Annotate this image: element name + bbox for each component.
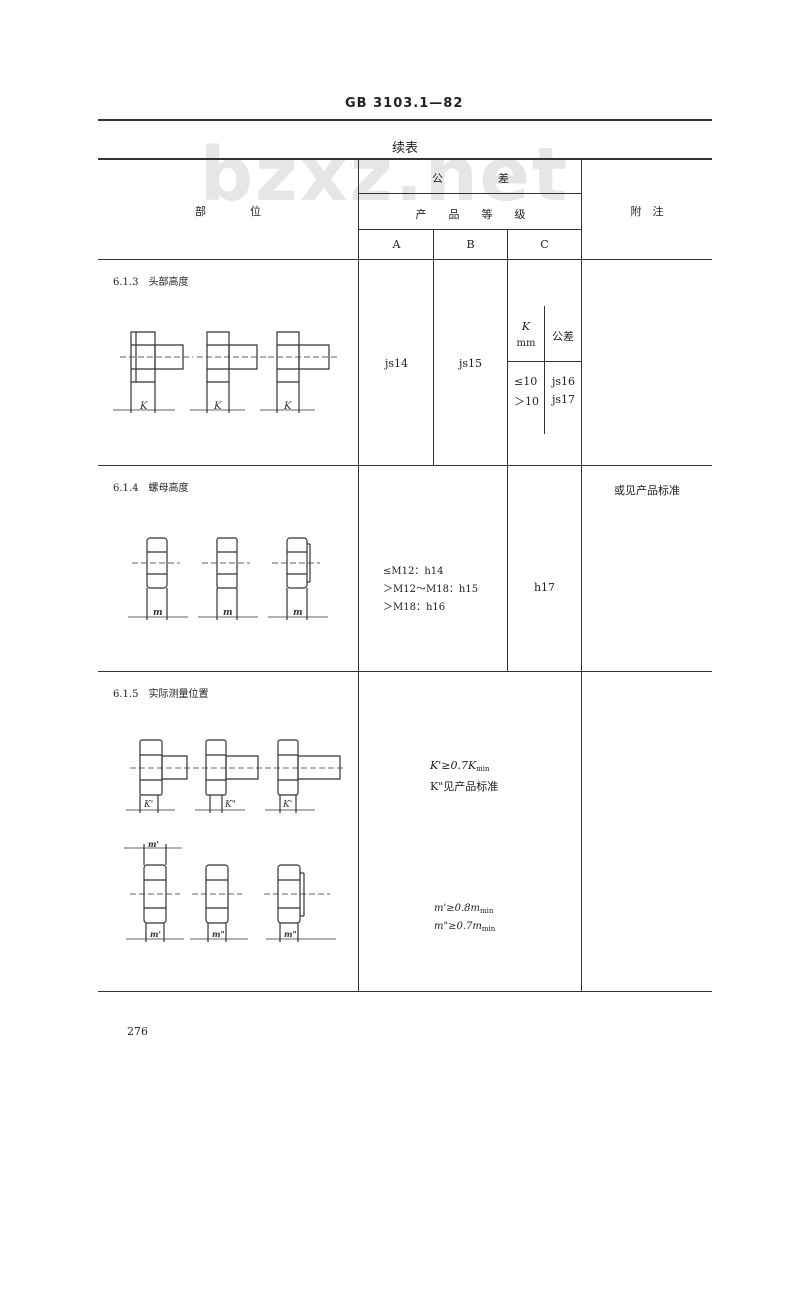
r615-m2: m"≥0.7mmin xyxy=(434,921,495,933)
fig-615-k-label-3: K' xyxy=(282,800,292,810)
col-tolerance: 公 差 xyxy=(432,172,509,185)
r615-k1: K'≥0.7Kmin xyxy=(430,759,490,773)
sub-head-unit: mm xyxy=(516,338,536,349)
fig-614-label-3: m xyxy=(293,608,303,618)
sub-head-k: K xyxy=(521,320,531,333)
r615-k1-sub: min xyxy=(476,765,490,773)
grade-c: C xyxy=(540,238,549,251)
vrule-ab xyxy=(433,229,434,465)
continued-label: 续表 xyxy=(391,141,418,156)
rule-tolerance xyxy=(359,193,582,194)
fig-615-m-label-2: m" xyxy=(212,929,225,939)
rule-table-top xyxy=(98,158,712,160)
row-613-title: 6.1.3 头部高度 xyxy=(113,277,189,288)
r614-ab-line-2: ＞M12～M18：h15 xyxy=(383,584,479,595)
grade-b: B xyxy=(466,238,475,251)
rule-grade xyxy=(359,229,582,230)
fig-613-label-2: K xyxy=(213,401,222,412)
subtable-rule xyxy=(508,361,581,362)
grade-a: A xyxy=(392,238,401,251)
col-note: 附 注 xyxy=(630,205,664,218)
row-614-title: 6.1.4 螺母高度 xyxy=(113,483,189,494)
sub-r1-k: ≤10 xyxy=(514,375,538,388)
subtable-divider xyxy=(544,306,545,434)
vrule-bc xyxy=(507,229,508,671)
nut-height-figure: m m m xyxy=(120,530,335,625)
doc-code: GB 3103.1—82 xyxy=(345,96,464,111)
sub-head-tol: 公差 xyxy=(552,330,574,343)
fig-615-k-label-2: K" xyxy=(224,800,236,810)
sub-r2-k: ＞10 xyxy=(514,395,539,408)
r613-grade-a: js14 xyxy=(384,357,409,370)
rule-row-614 xyxy=(98,671,712,672)
head-height-figure: K K K xyxy=(105,325,355,420)
fig-613-label-1: K xyxy=(139,401,148,412)
col-part: 部 位 xyxy=(195,205,261,218)
r615-k2: K"见产品标准 xyxy=(430,780,499,793)
rule-row-613 xyxy=(98,465,712,466)
fig-615-m-label-top: m' xyxy=(148,839,159,849)
r615-m2-main: m"≥0.7m xyxy=(434,921,482,932)
vrule-part xyxy=(358,159,359,991)
measure-m-figure: m' m' m" m" xyxy=(120,839,340,945)
r613-grade-b: js15 xyxy=(458,357,483,370)
r614-grade-c: h17 xyxy=(533,581,556,594)
col-grade: 产 品 等 级 xyxy=(415,208,526,221)
rule-header-bottom xyxy=(98,259,712,260)
fig-614-label-1: m xyxy=(153,608,163,618)
fig-615-m-label-3: m" xyxy=(284,929,297,939)
r615-m1-sub: min xyxy=(480,907,494,915)
r614-ab-line-1: ≤M12：h14 xyxy=(383,566,444,577)
r614-ab-line-3: ＞M18：h16 xyxy=(383,602,446,613)
sub-r2-tol: js17 xyxy=(552,393,576,406)
watermark: bzxz.net xyxy=(200,132,570,218)
measure-k-figure: K' K" K' xyxy=(120,735,350,817)
fig-614-label-2: m xyxy=(223,608,233,618)
page-number: 276 xyxy=(127,1025,148,1038)
r615-m1-main: m'≥0.8m xyxy=(434,903,480,914)
sub-r1-tol: js16 xyxy=(552,375,576,388)
r615-m2-sub: min xyxy=(481,925,496,933)
row-615-title: 6.1.5 实际测量位置 xyxy=(113,689,209,700)
r615-k1-main: K'≥0.7K xyxy=(430,759,477,772)
rule-top xyxy=(98,119,712,121)
vrule-note xyxy=(581,159,582,991)
fig-613-label-3: K xyxy=(283,401,292,412)
fig-615-m-label-1: m' xyxy=(150,929,161,939)
r614-note: 或见产品标准 xyxy=(614,484,680,497)
fig-615-k-label-1: K' xyxy=(143,800,153,810)
r615-m1: m'≥0.8mmin xyxy=(434,903,493,915)
rule-bottom xyxy=(98,991,712,992)
